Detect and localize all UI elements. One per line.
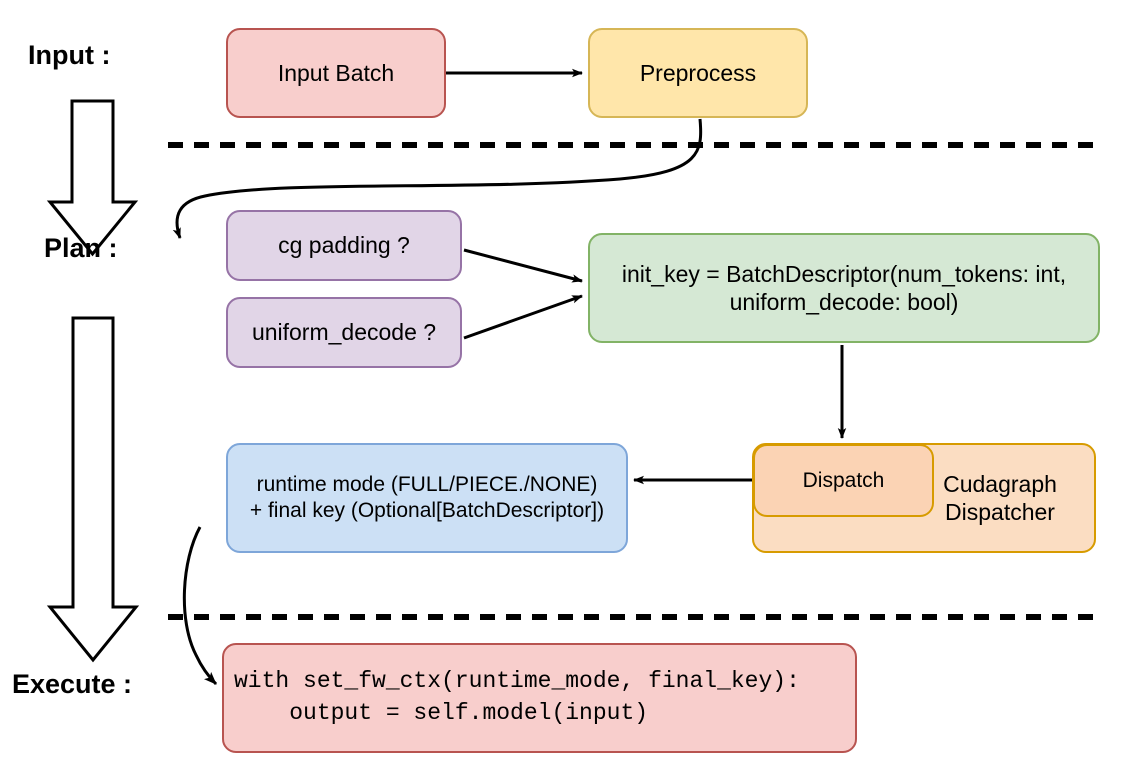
- node-exec-code-line2: output = self.model(input): [234, 700, 649, 726]
- node-uniform-decode-label: uniform_decode ?: [251, 319, 437, 346]
- node-input-batch[interactable]: Input Batch: [226, 28, 446, 118]
- node-exec-code-line1: with set_fw_ctx(runtime_mode, final_key)…: [234, 668, 800, 695]
- node-runtime-mode-line1: runtime mode (FULL/PIECE./NONE): [256, 473, 598, 497]
- node-init-key[interactable]: init_key = BatchDescriptor(num_tokens: i…: [588, 233, 1100, 343]
- node-cg-padding[interactable]: cg padding ?: [226, 210, 462, 281]
- node-dispatch-label: Dispatch: [802, 468, 885, 492]
- edge-cgpadding-initkey: [463, 248, 583, 283]
- node-cg-padding-label: cg padding ?: [278, 232, 410, 259]
- plan-to-execute-block-arrow: [46, 316, 140, 663]
- stage-label-execute: Execute :: [12, 669, 133, 699]
- node-preprocess[interactable]: Preprocess: [588, 28, 808, 118]
- node-input-batch-label: Input Batch: [277, 59, 395, 86]
- node-runtime-mode[interactable]: runtime mode (FULL/PIECE./NONE) + final …: [226, 443, 628, 553]
- node-uniform-decode[interactable]: uniform_decode ?: [226, 297, 462, 368]
- edge-uniformdecode-initkey: [463, 294, 583, 340]
- node-preprocess-label: Preprocess: [639, 59, 757, 86]
- edge-runtimemode-execcode: [182, 526, 218, 686]
- node-cudagraph-dispatcher-line2: Dispatcher: [945, 499, 1055, 525]
- node-dispatch[interactable]: Dispatch: [753, 444, 934, 517]
- node-exec-code[interactable]: with set_fw_ctx(runtime_mode, final_key)…: [222, 643, 857, 753]
- stage-label-input: Input :: [28, 40, 111, 70]
- node-runtime-mode-line2: + final key (Optional[BatchDescriptor]): [249, 499, 605, 522]
- node-init-key-line1: init_key = BatchDescriptor(num_tokens: i…: [621, 260, 1067, 287]
- stage-label-plan: Plan :: [44, 233, 118, 263]
- node-init-key-line2: uniform_decode: bool): [729, 289, 959, 315]
- node-cudagraph-dispatcher-line1: Cudagraph: [943, 470, 1057, 497]
- input-to-plan-block-arrow: [46, 99, 139, 257]
